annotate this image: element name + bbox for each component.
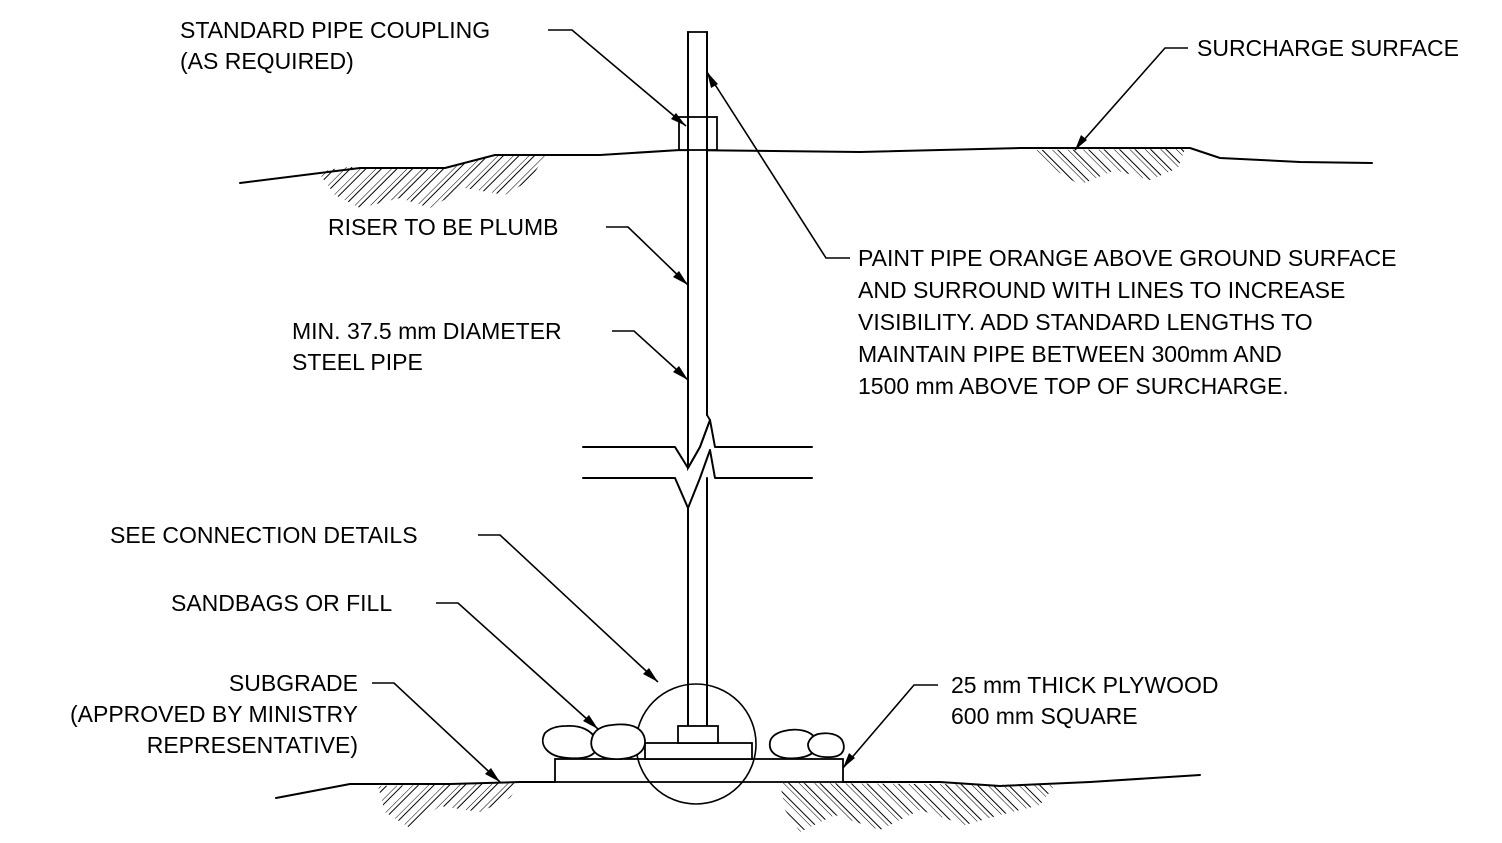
leader-paint-note: [706, 71, 850, 259]
surcharge-surface-label: SURCHARGE SURFACE: [1197, 35, 1459, 61]
break-symbol: [582, 419, 813, 509]
surcharge-soil-hatch-left: [318, 155, 545, 208]
pipe-coupling: [678, 116, 718, 151]
leader-subgrade: [372, 682, 501, 783]
coupling-label-line-2: (AS REQUIRED): [180, 48, 354, 74]
paint-note-line-5: 1500 mm ABOVE TOP OF SURCHARGE.: [858, 373, 1289, 399]
riser-pipe-upper: [687, 31, 711, 472]
subgrade-soil-hatch-left: [378, 783, 520, 828]
plywood-label-line-2: 600 mm SQUARE: [951, 703, 1138, 729]
subgrade-label-line-1: SUBGRADE: [229, 670, 358, 696]
base-plate: [644, 742, 753, 760]
paint-note-line-2: AND SURROUND WITH LINES TO INCREASE: [858, 277, 1345, 303]
leader-connection-details: [478, 534, 659, 683]
riser-pipe-lower: [687, 477, 708, 727]
leader-sandbags: [436, 602, 599, 730]
steel-pipe-label-line-2: STEEL PIPE: [292, 349, 423, 375]
connection-details-label: SEE CONNECTION DETAILS: [110, 522, 418, 548]
riser-label: RISER TO BE PLUMB: [328, 214, 559, 240]
paint-note-line-4: MAINTAIN PIPE BETWEEN 300mm AND: [858, 341, 1282, 367]
leader-plywood: [842, 684, 938, 769]
surcharge-soil-hatch-right: [1030, 149, 1185, 185]
subgrade-soil-hatch-right: [780, 783, 1055, 832]
pipe-flange-connector: [677, 725, 719, 744]
subgrade-label-line-3: REPRESENTATIVE): [147, 732, 358, 758]
coupling-label-line-1: STANDARD PIPE COUPLING: [180, 17, 490, 43]
leader-surcharge-surface: [1074, 47, 1188, 151]
sandbags: [541, 723, 845, 760]
paint-note-line-1: PAINT PIPE ORANGE ABOVE GROUND SURFACE: [858, 245, 1397, 271]
leader-riser: [606, 226, 689, 286]
sandbags-label: SANDBAGS OR FILL: [171, 590, 392, 616]
leader-coupling: [548, 29, 687, 127]
plywood-label-line-1: 25 mm THICK PLYWOOD: [951, 672, 1219, 698]
subgrade-label-line-2: (APPROVED BY MINISTRY: [70, 701, 358, 727]
steel-pipe-label-line-1: MIN. 37.5 mm DIAMETER: [292, 318, 562, 344]
subgrade-ground-line: [275, 774, 1201, 799]
leader-steel-pipe: [612, 330, 689, 381]
plywood-plate: [554, 758, 844, 783]
paint-note-line-3: VISIBILITY. ADD STANDARD LENGTHS TO: [858, 309, 1313, 335]
